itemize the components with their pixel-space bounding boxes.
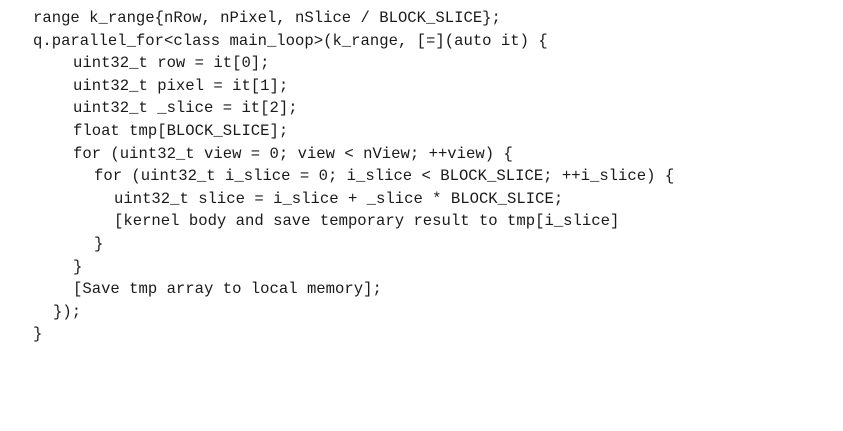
code-line: }); (53, 302, 82, 321)
code-block: range k_range{nRow, nPixel, nSlice / BLO… (0, 7, 843, 346)
code-line: } (94, 234, 104, 253)
code-line: uint32_t _slice = it[2]; (73, 99, 298, 118)
code-line: range k_range{nRow, nPixel, nSlice / BLO… (33, 9, 501, 27)
code-line: uint32_t pixel = it[1]; (73, 76, 289, 95)
code-line: } (33, 325, 43, 344)
code-line: } (73, 257, 83, 276)
code-line: [Save tmp array to local memory]; (73, 280, 382, 299)
code-line: q.parallel_for<class main_loop>(k_range,… (33, 31, 548, 50)
code-line: for (uint32_t i_slice = 0; i_slice < BLO… (94, 167, 675, 186)
code-line: [kernel body and save temporary result t… (114, 212, 620, 231)
code-line: float tmp[BLOCK_SLICE]; (73, 121, 289, 140)
code-line: for (uint32_t view = 0; view < nView; ++… (73, 144, 513, 163)
code-line: uint32_t slice = i_slice + _slice * BLOC… (114, 189, 564, 208)
code-line: uint32_t row = it[0]; (73, 54, 270, 73)
